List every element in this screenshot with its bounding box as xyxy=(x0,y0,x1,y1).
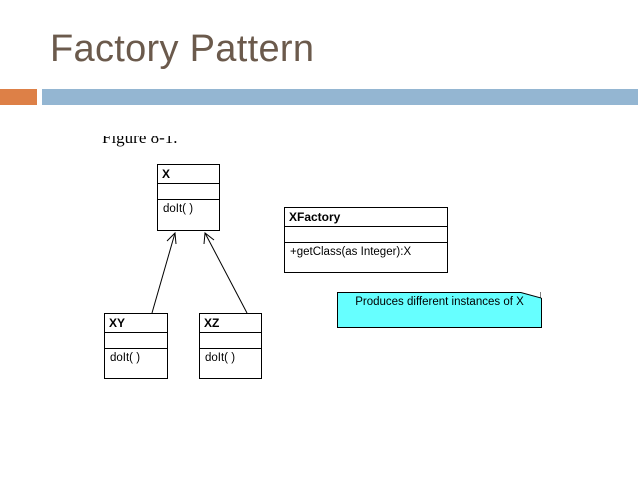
class-xy-operation: doIt( ) xyxy=(110,352,141,364)
note-box: Produces different instances of X xyxy=(337,292,542,328)
class-xfactory: XFactory +getClass(as Integer):X xyxy=(284,207,448,273)
slide-title: Factory Pattern xyxy=(50,28,315,70)
class-xz-attributes xyxy=(200,333,261,349)
note-text: Produces different instances of X xyxy=(355,296,524,308)
title-underline-bar xyxy=(42,89,638,105)
class-xfactory-attributes xyxy=(285,227,447,243)
arrow-xy-to-x xyxy=(151,231,177,314)
class-xy: XY doIt( ) xyxy=(104,313,168,379)
class-x-operation: doIt( ) xyxy=(163,203,194,215)
note-fold-line xyxy=(518,292,541,299)
class-xz-operation: doIt( ) xyxy=(205,352,236,364)
class-x-attributes xyxy=(158,184,219,200)
class-xfactory-operation: +getClass(as Integer):X xyxy=(290,246,412,258)
class-xy-name: XY xyxy=(105,314,167,333)
class-x: X doIt( ) xyxy=(157,164,220,231)
arrow-xz-to-x xyxy=(203,232,248,314)
class-xz: XZ doIt( ) xyxy=(199,313,262,379)
class-x-name: X xyxy=(158,165,219,184)
title-accent-bar xyxy=(0,89,37,105)
class-xy-attributes xyxy=(105,333,167,349)
figure-caption: Figure 8-1. xyxy=(102,136,178,150)
class-xfactory-name: XFactory xyxy=(285,208,447,227)
class-xz-name: XZ xyxy=(200,314,261,333)
figure-caption-text: Figure 8-1. xyxy=(102,136,178,147)
